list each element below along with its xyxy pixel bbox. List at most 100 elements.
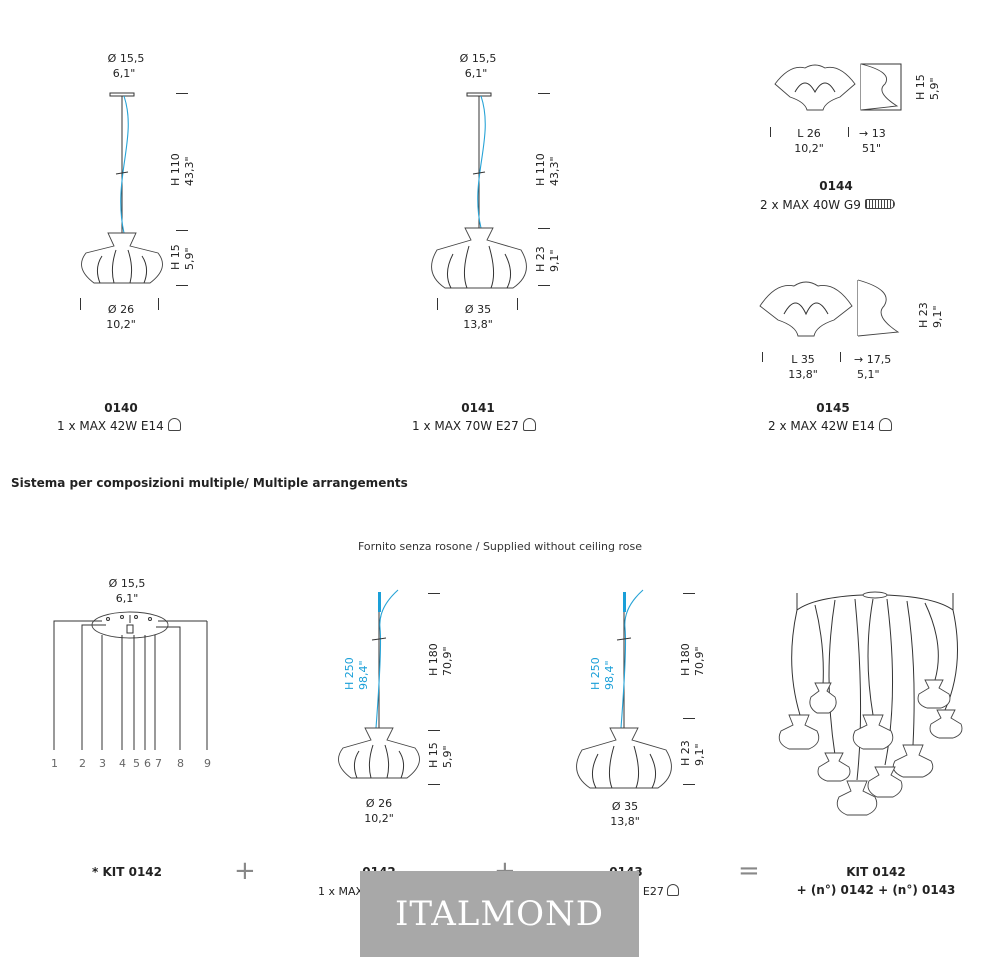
- rose-diameter: Ø 15,5: [107, 52, 145, 65]
- height-shade-inches: 5,9": [441, 745, 454, 768]
- height-total: H 110: [169, 153, 182, 186]
- result-formula: + (n°) 0142 + (n°) 0143: [796, 883, 956, 897]
- bulb-icon: [167, 418, 181, 431]
- length: L 26: [797, 127, 821, 140]
- shade-diameter-inches: 10,2": [364, 812, 394, 825]
- dim-tick: [517, 298, 518, 310]
- height-shade: H 23: [534, 246, 547, 272]
- dim-tick: [538, 93, 550, 94]
- height: H 23: [917, 302, 930, 328]
- height-total: H 180: [679, 643, 692, 676]
- height-shade: H 23: [679, 740, 692, 766]
- dim-tick: [538, 285, 550, 286]
- dim-tick: [176, 285, 188, 286]
- spec-text: 2 x MAX 40W G9: [760, 198, 861, 212]
- height-shade-inches: 5,9": [183, 247, 196, 270]
- pendant-lamp-drawing: [576, 589, 672, 789]
- rose-diameter: Ø 15,5: [108, 577, 146, 590]
- wall-lamp-front-drawing: [759, 279, 900, 337]
- shade-diameter: Ø 35: [464, 303, 492, 316]
- watermark-logo: ITALMOND: [360, 871, 639, 957]
- dim-tick: [538, 228, 550, 229]
- pendant-lamp-drawing: [431, 92, 527, 289]
- pendant-lamp-drawing: [81, 92, 163, 284]
- height: H 15: [914, 74, 927, 100]
- height-shade: H 15: [169, 244, 182, 270]
- dim-tick: [848, 127, 849, 137]
- outlet-number: 3: [99, 757, 106, 770]
- shade-diameter: Ø 26: [365, 797, 393, 810]
- plus-sign: +: [234, 856, 256, 886]
- outlet-number: 7: [155, 757, 162, 770]
- product-spec: 2 x MAX 42W E14: [768, 418, 892, 433]
- outlet-number: 6: [144, 757, 151, 770]
- outlet-number: 4: [119, 757, 126, 770]
- dim-tick: [762, 352, 763, 362]
- bulb-icon: [522, 418, 536, 431]
- outlet-number: 2: [79, 757, 86, 770]
- product-code: 0140: [104, 401, 138, 415]
- wall-lamp-front-drawing: [774, 63, 902, 111]
- outlet-number: 5: [133, 757, 140, 770]
- dim-tick: [683, 718, 695, 719]
- shade-diameter-inches: 13,8": [610, 815, 640, 828]
- spec-text: 1 x MAX 42W E14: [57, 419, 164, 433]
- supply-note: Fornito senza rosone / Supplied without …: [357, 540, 643, 553]
- cable-height: H 250: [589, 657, 602, 690]
- bulb-icon: [667, 884, 680, 896]
- shade-diameter-inches: 13,8": [463, 318, 493, 331]
- equals-sign: =: [738, 856, 760, 886]
- rose-diameter-inches: 6,1": [464, 67, 488, 80]
- pendant-lamp-drawing: [338, 589, 420, 779]
- shade-diameter: Ø 26: [107, 303, 135, 316]
- product-spec: 1 x MAX 42W E14: [57, 418, 181, 433]
- height-inches: 5,9": [928, 77, 941, 100]
- bulb-icon: [878, 418, 892, 431]
- projection: → 13: [859, 127, 886, 140]
- product-code: 0145: [816, 401, 850, 415]
- product-spec: 1 x MAX 70W E27: [412, 418, 536, 433]
- dim-tick: [428, 593, 440, 594]
- dim-tick: [770, 127, 771, 137]
- cable-height: H 250: [343, 657, 356, 690]
- dim-tick: [428, 784, 440, 785]
- length-inches: 10,2": [794, 142, 824, 155]
- result-title: KIT 0142: [846, 865, 906, 879]
- rose-diameter-inches: 6,1": [112, 67, 136, 80]
- dim-tick: [840, 352, 841, 362]
- shade-diameter-inches: 10,2": [106, 318, 136, 331]
- dim-tick: [176, 230, 188, 231]
- projection-inches: 51": [862, 142, 882, 155]
- shade-diameter: Ø 35: [611, 800, 639, 813]
- dim-tick: [428, 730, 440, 731]
- length-inches: 13,8": [788, 368, 818, 381]
- height-total-inches: 70,9": [441, 646, 454, 676]
- dim-tick: [437, 298, 438, 310]
- dim-tick: [176, 93, 188, 94]
- height-inches: 9,1": [931, 305, 944, 328]
- dim-tick: [683, 784, 695, 785]
- product-code: 0144: [819, 179, 853, 193]
- spec-text: 1 x MAX 70W E27: [412, 419, 519, 433]
- product-spec: 2 x MAX 40W G9: [760, 199, 895, 212]
- cluster-lamp-drawing: [778, 591, 963, 816]
- height-shade: H 15: [427, 742, 440, 768]
- rose-diameter: Ø 15,5: [459, 52, 497, 65]
- projection-inches: 5,1": [857, 368, 880, 381]
- projection: → 17,5: [854, 353, 892, 366]
- height-total-inches: 43,3": [548, 156, 561, 186]
- height-shade-inches: 9,1": [548, 249, 561, 272]
- dim-tick: [80, 298, 81, 310]
- height-shade-inches: 9,1": [693, 743, 706, 766]
- spec-text: 2 x MAX 42W E14: [768, 419, 875, 433]
- length: L 35: [791, 353, 815, 366]
- dim-tick: [683, 593, 695, 594]
- dim-tick: [158, 298, 159, 310]
- g9-bulb-icon: [864, 199, 895, 209]
- rose-diameter-inches: 6,1": [115, 592, 139, 605]
- height-total: H 180: [427, 643, 440, 676]
- product-code: 0141: [461, 401, 495, 415]
- height-total-inches: 43,3": [183, 156, 196, 186]
- cable-height-inches: 98,4": [357, 660, 370, 690]
- height-total: H 110: [534, 153, 547, 186]
